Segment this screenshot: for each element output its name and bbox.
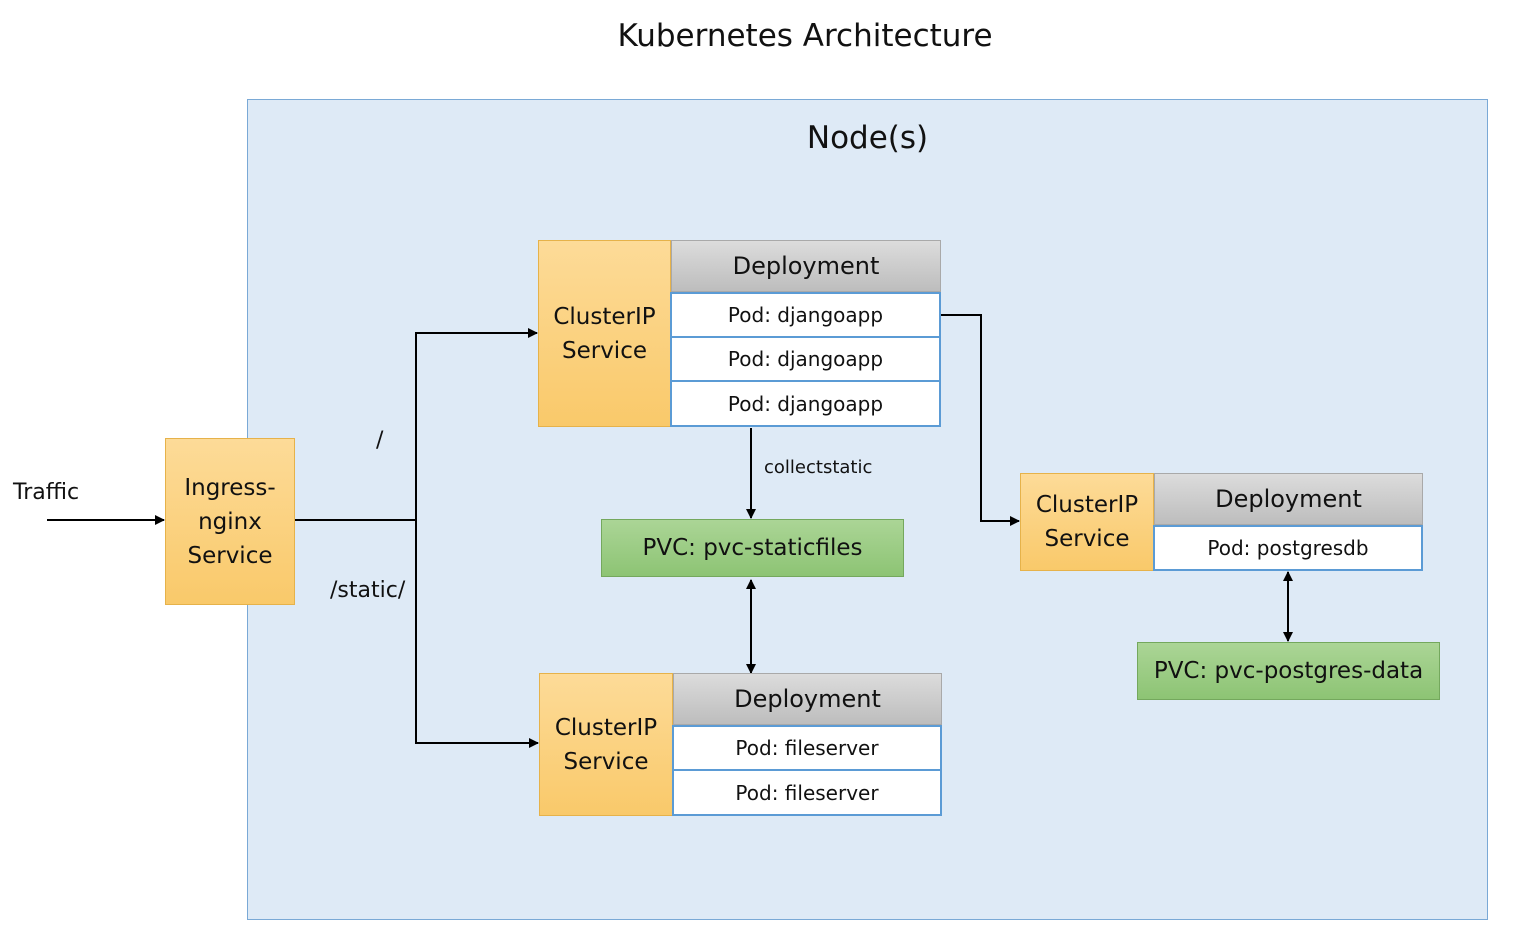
django-clusterip-service: ClusterIP Service xyxy=(538,240,671,427)
django-pod-1: Pod: djangoapp xyxy=(670,292,941,338)
fileserver-clusterip-service: ClusterIP Service xyxy=(539,673,673,816)
fileserver-pod-2: Pod: fileserver xyxy=(672,769,942,816)
root-route-arrow xyxy=(415,328,538,520)
django-pod-2: Pod: djangoapp xyxy=(670,336,941,382)
django-deployment-header: Deployment xyxy=(671,240,941,292)
postgres-pod: Pod: postgresdb xyxy=(1153,525,1423,571)
static-route-arrow xyxy=(415,520,539,748)
pvc-postgres-data: PVC: pvc-postgres-data xyxy=(1137,642,1440,700)
traffic-label: Traffic xyxy=(13,480,80,505)
django-pod-3: Pod: djangoapp xyxy=(670,380,941,427)
postgres-deployment-header: Deployment xyxy=(1154,473,1423,525)
static-route-label: /static/ xyxy=(330,578,406,603)
collectstatic-label: collectstatic xyxy=(764,457,873,478)
fileserver-pod-1: Pod: fileserver xyxy=(672,725,942,771)
django-to-postgres-arrow xyxy=(941,314,1020,526)
root-route-label: / xyxy=(376,428,384,453)
postgres-clusterip-service: ClusterIP Service xyxy=(1020,473,1154,571)
diagram-title: Kubernetes Architecture xyxy=(617,18,993,54)
node-label: Node(s) xyxy=(806,120,929,156)
fileserver-deployment-header: Deployment xyxy=(673,673,942,725)
pvc-staticfiles: PVC: pvc-staticfiles xyxy=(601,519,904,577)
ingress-nginx-service: Ingress- nginx Service xyxy=(165,438,295,605)
